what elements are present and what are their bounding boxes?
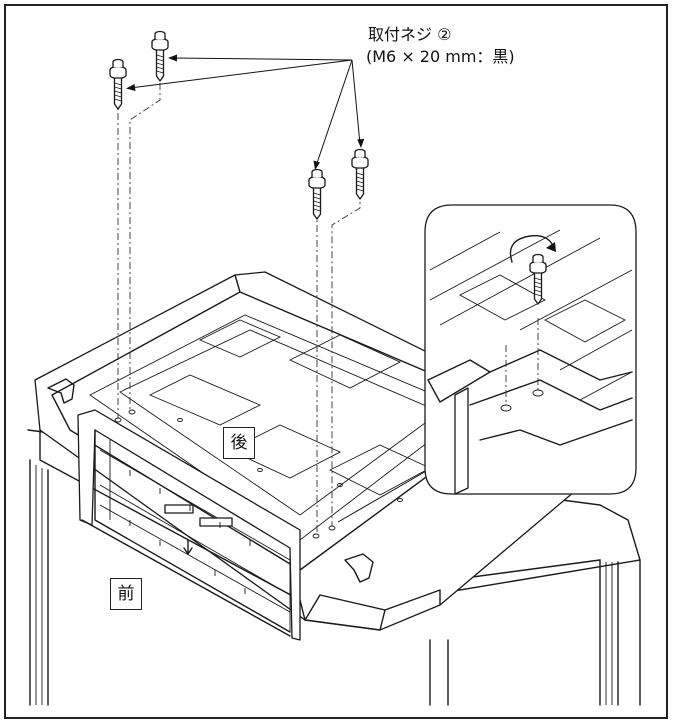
screw-callout-title: 取付ネジ ② [368,25,452,44]
leader-lines [126,54,365,170]
label-front: 前 [110,578,142,610]
stand [77,409,301,641]
down-arrow-icon [183,539,193,555]
screw-callout-spec: (M6 × 20 mm：黒) [366,47,515,66]
label-back: 後 [223,427,255,459]
rotate-arrow-icon [509,234,553,263]
detail-inset [337,204,637,523]
